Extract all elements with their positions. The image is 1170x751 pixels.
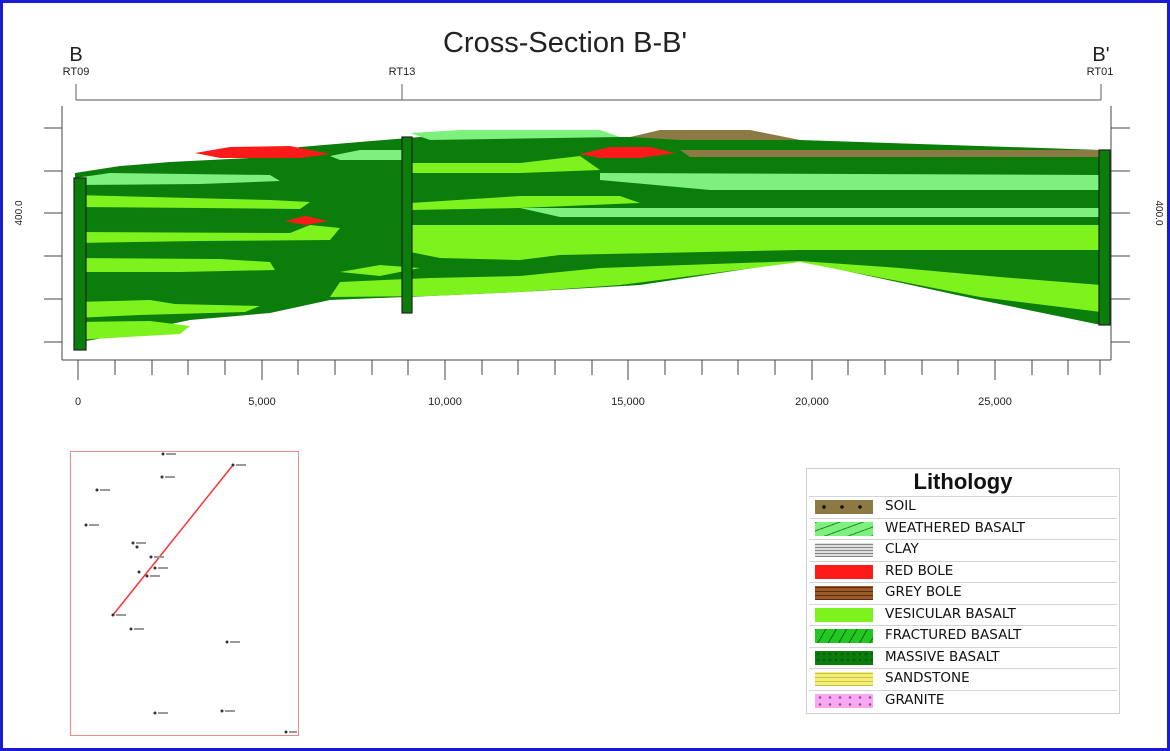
legend-item-weathered-basalt: WEATHERED BASALT	[809, 517, 1117, 540]
red-bole-3	[580, 147, 675, 158]
section-end-label: B'	[1092, 44, 1109, 66]
red-bole-1	[195, 146, 330, 158]
vesicular-band-2	[75, 225, 340, 243]
legend-label: GREY BOLE	[885, 584, 962, 600]
sandstone-swatch	[815, 672, 873, 686]
elevation-label-left: 400.0	[14, 200, 25, 225]
x-tick-label-1: 5,000	[248, 396, 276, 408]
borehole-rt01	[1098, 149, 1111, 326]
granite-swatch	[815, 693, 873, 708]
legend-label: SOIL	[885, 498, 916, 514]
legend-label: WEATHERED BASALT	[885, 519, 1026, 536]
figure-title: Cross-Section B-B'	[443, 27, 687, 59]
vesicular-band-8	[410, 156, 600, 173]
borehole-rt13	[401, 136, 413, 314]
vesicular-band-3	[75, 258, 275, 272]
plot-frame	[61, 106, 1112, 361]
soil-swatch	[815, 500, 873, 514]
section-line	[112, 464, 234, 616]
borehole-rt09	[73, 177, 87, 351]
weathered-strip-1	[75, 173, 280, 185]
well-label-rt13: RT13	[389, 66, 416, 78]
legend-label: CLAY	[885, 541, 919, 557]
vesicular-band-7	[410, 196, 640, 210]
vesicular-band-4	[75, 300, 260, 318]
x-tick-label-3: 15,000	[611, 396, 645, 408]
legend-label: MASSIVE BASALT	[885, 648, 1000, 665]
lithology-legend: Lithology SOIL WEATHERED BASALT CLAY RED…	[806, 468, 1120, 714]
soil-layer	[630, 130, 800, 140]
legend-label: FRACTURED BASALT	[885, 627, 1022, 643]
legend-item-clay: CLAY	[809, 539, 1117, 561]
legend-item-grey-bole: GREY BOLE	[809, 582, 1117, 604]
weathered-strip-3	[330, 150, 405, 160]
weathered-strip-4	[600, 173, 1101, 190]
legend-item-granite: GRANITE	[809, 689, 1117, 712]
weathered-strip-5	[520, 208, 1101, 217]
legend-item-sandstone: SANDSTONE	[809, 668, 1117, 690]
legend-label: RED BOLE	[885, 562, 954, 579]
y-axis-ticks	[44, 127, 1130, 343]
x-axis-ticks	[77, 360, 1101, 380]
vesicular-basalt-swatch	[815, 607, 873, 622]
vesicular-band-10	[340, 265, 420, 276]
section-bracket	[75, 84, 1102, 101]
x-tick-label-2: 10,000	[428, 396, 462, 408]
well-markers	[84, 452, 288, 734]
boreholes	[73, 136, 1111, 351]
legend-label: VESICULAR BASALT	[885, 605, 1016, 622]
legend-item-fractured-basalt: FRACTURED BASALT	[809, 625, 1117, 647]
legend-title: Lithology	[913, 469, 1013, 494]
inset-map-graphic	[84, 452, 297, 734]
legend-item-massive-basalt: MASSIVE BASALT	[809, 646, 1117, 669]
legend-item-soil: SOIL	[809, 496, 1117, 518]
elevation-label-right: 400.0	[1153, 200, 1164, 225]
vesicular-band-1	[75, 195, 310, 209]
fractured-basalt-swatch	[815, 629, 873, 643]
legend-label: GRANITE	[885, 691, 945, 708]
x-tick-label-5: 25,000	[978, 396, 1012, 408]
red-bole-swatch	[815, 564, 873, 579]
lithology-layers	[75, 130, 1101, 343]
well-label-rt01: RT01	[1087, 66, 1114, 78]
weathered-basalt-swatch	[815, 521, 873, 536]
massive-basalt-swatch	[815, 650, 873, 665]
x-tick-label-4: 20,000	[795, 396, 829, 408]
vesicular-band-6	[410, 225, 1101, 260]
x-tick-label-0: 0	[75, 396, 81, 408]
legend-item-red-bole: RED BOLE	[809, 560, 1117, 583]
grey-bole-swatch	[815, 586, 873, 600]
red-bole-2	[285, 216, 328, 225]
legend-item-vesicular-basalt: VESICULAR BASALT	[809, 603, 1117, 626]
legend-label: SANDSTONE	[885, 670, 970, 686]
section-start-label: B	[69, 44, 82, 66]
clay-swatch	[815, 543, 873, 557]
weathered-strip-2	[410, 130, 620, 140]
well-marker-tags	[89, 453, 297, 733]
vesicular-band-5	[75, 321, 190, 340]
inset-location-map	[70, 451, 299, 736]
vesicular-band-9	[330, 261, 1101, 312]
well-label-rt09: RT09	[63, 66, 90, 78]
grey-bole-layer	[680, 150, 1101, 157]
